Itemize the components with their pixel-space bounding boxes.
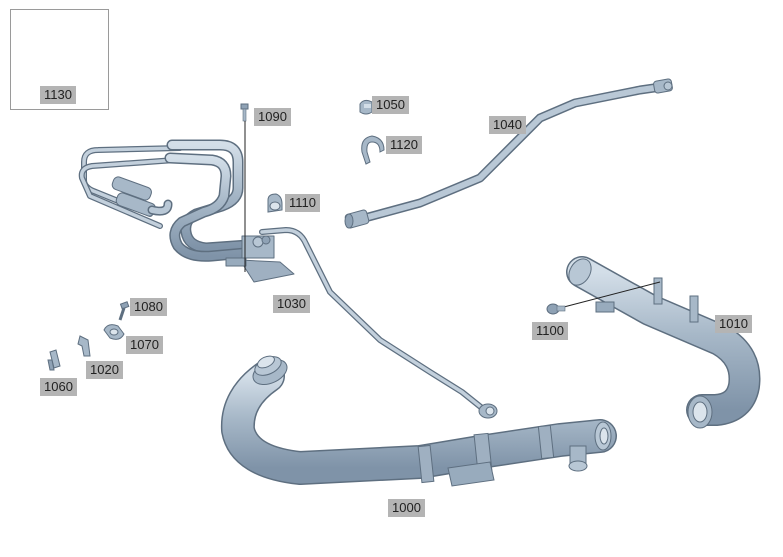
label-1050[interactable]: 1050 [372,96,409,114]
bolt-1100-illustration [546,303,566,315]
label-1000[interactable]: 1000 [388,499,425,517]
label-1040[interactable]: 1040 [489,116,526,134]
label-1090[interactable]: 1090 [254,108,291,126]
screw-1080-illustration [118,301,130,321]
clip-1070-illustration [103,324,125,340]
bolt-1090-illustration [240,103,249,272]
label-1110[interactable]: 1110 [285,194,320,212]
label-1030[interactable]: 1030 [273,295,310,313]
label-1060[interactable]: 1060 [40,378,77,396]
clip-1120-illustration [361,135,385,165]
label-1100[interactable]: 1100 [532,322,568,340]
small-parts-illustration [47,301,130,371]
label-1120[interactable]: 1120 [386,136,422,154]
label-1020[interactable]: 1020 [86,361,123,379]
label-1070[interactable]: 1070 [126,336,163,354]
pipe-1000-illustration [220,355,617,487]
pipe-1010-illustration [559,256,761,429]
line-bundle-1030-illustration [78,139,485,411]
label-1010[interactable]: 1010 [715,315,752,333]
pipe-1040-illustration [344,78,673,229]
pipe-end-clip-illustration [478,403,498,419]
label-1080[interactable]: 1080 [130,298,167,316]
clip-1020-illustration [77,335,91,357]
clamp-1110-illustration [267,193,283,213]
clip-1060-illustration [47,349,61,371]
label-1130[interactable]: 1130 [40,86,76,104]
clip-1050-illustration [359,99,373,115]
